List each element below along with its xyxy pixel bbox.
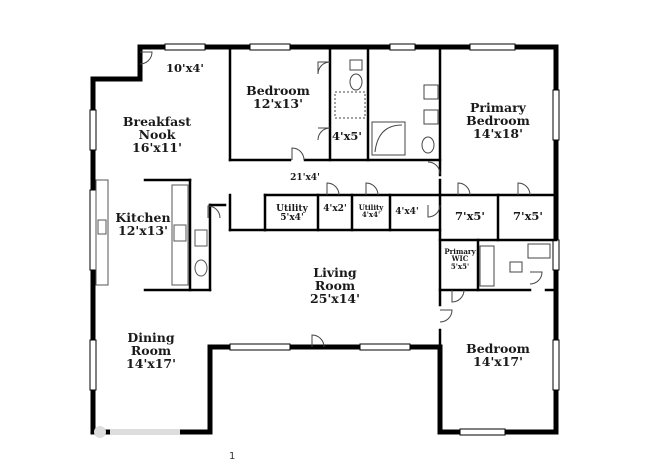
bath-small-dim: 4'x5': [332, 129, 362, 143]
utility-2-label: Utility 4'x4': [359, 204, 384, 219]
living-room-label: Living Room 25'x14': [310, 265, 360, 307]
doors: [139, 51, 543, 348]
kitchen-fixtures: [95, 179, 208, 286]
utility-2-dim: 4'x4': [361, 210, 381, 220]
bedroom-se-label: Bedroom 14'x17': [466, 342, 530, 368]
utility-1-label: Utility 5'x4': [276, 204, 308, 224]
breakfast-nook-label: Breakfast Nook 16'x11': [122, 114, 192, 156]
kitchen-dim: 12'x13': [118, 223, 168, 239]
closet-2-dim: 4'x4': [395, 207, 419, 217]
bath-fixtures: [334, 59, 551, 287]
breakfast-nook-dim: 16'x11': [132, 140, 182, 156]
hall-dim: 21'x4': [290, 173, 320, 183]
kitchen-label: Kitchen 12'x13': [115, 211, 170, 237]
dining-room-name-1: Dining: [127, 330, 175, 345]
porch-dim: 10'x4': [166, 61, 204, 75]
breakfast-nook-name-2: Nook: [138, 127, 176, 143]
living-room-dim: 25'x14': [310, 291, 360, 307]
dining-room-name-2: Room: [130, 343, 172, 359]
closet-4-dim: 7'x5': [513, 209, 543, 223]
bedroom-nw-label: Bedroom 12'x13': [246, 84, 310, 110]
living-room-name-2: Room: [314, 278, 356, 294]
primary-wic-name-2: WIC: [451, 254, 469, 264]
closet-1-dim: 4'x2': [323, 204, 347, 214]
bedroom-nw-dim: 12'x13': [253, 96, 303, 112]
dining-room-label: Dining Room 14'x17': [126, 330, 176, 372]
interior-walls: [143, 45, 558, 349]
bedroom-se-dim: 14'x17': [473, 354, 523, 370]
bedroom-se-name: Bedroom: [466, 341, 530, 356]
primary-wic-label: Primary WIC 5'x5': [444, 248, 475, 270]
primary-bedroom-dim: 14'x18': [473, 126, 523, 142]
primary-bedroom-name-1: Primary: [470, 100, 526, 115]
bedroom-nw-name: Bedroom: [246, 83, 310, 98]
primary-bedroom-label: Primary Bedroom 14'x18': [466, 100, 530, 142]
living-room-name-1: Living: [313, 265, 357, 280]
primary-wic-name-1: Primary: [444, 247, 476, 256]
watermark: [94, 426, 180, 438]
primary-wic-dim: 5'x5': [450, 261, 470, 271]
kitchen-name: Kitchen: [115, 210, 171, 225]
footer-mark: 1: [229, 451, 236, 462]
closet-3-dim: 7'x5': [455, 209, 485, 223]
primary-bedroom-name-2: Bedroom: [466, 113, 530, 129]
utility-2-name: Utility: [358, 203, 384, 212]
dining-room-dim: 14'x17': [126, 356, 176, 372]
windows: [89, 43, 560, 436]
utility-1-name: Utility: [276, 204, 308, 214]
utility-1-dim: 5'x4': [280, 213, 304, 224]
breakfast-nook-name-1: Breakfast: [122, 114, 192, 129]
